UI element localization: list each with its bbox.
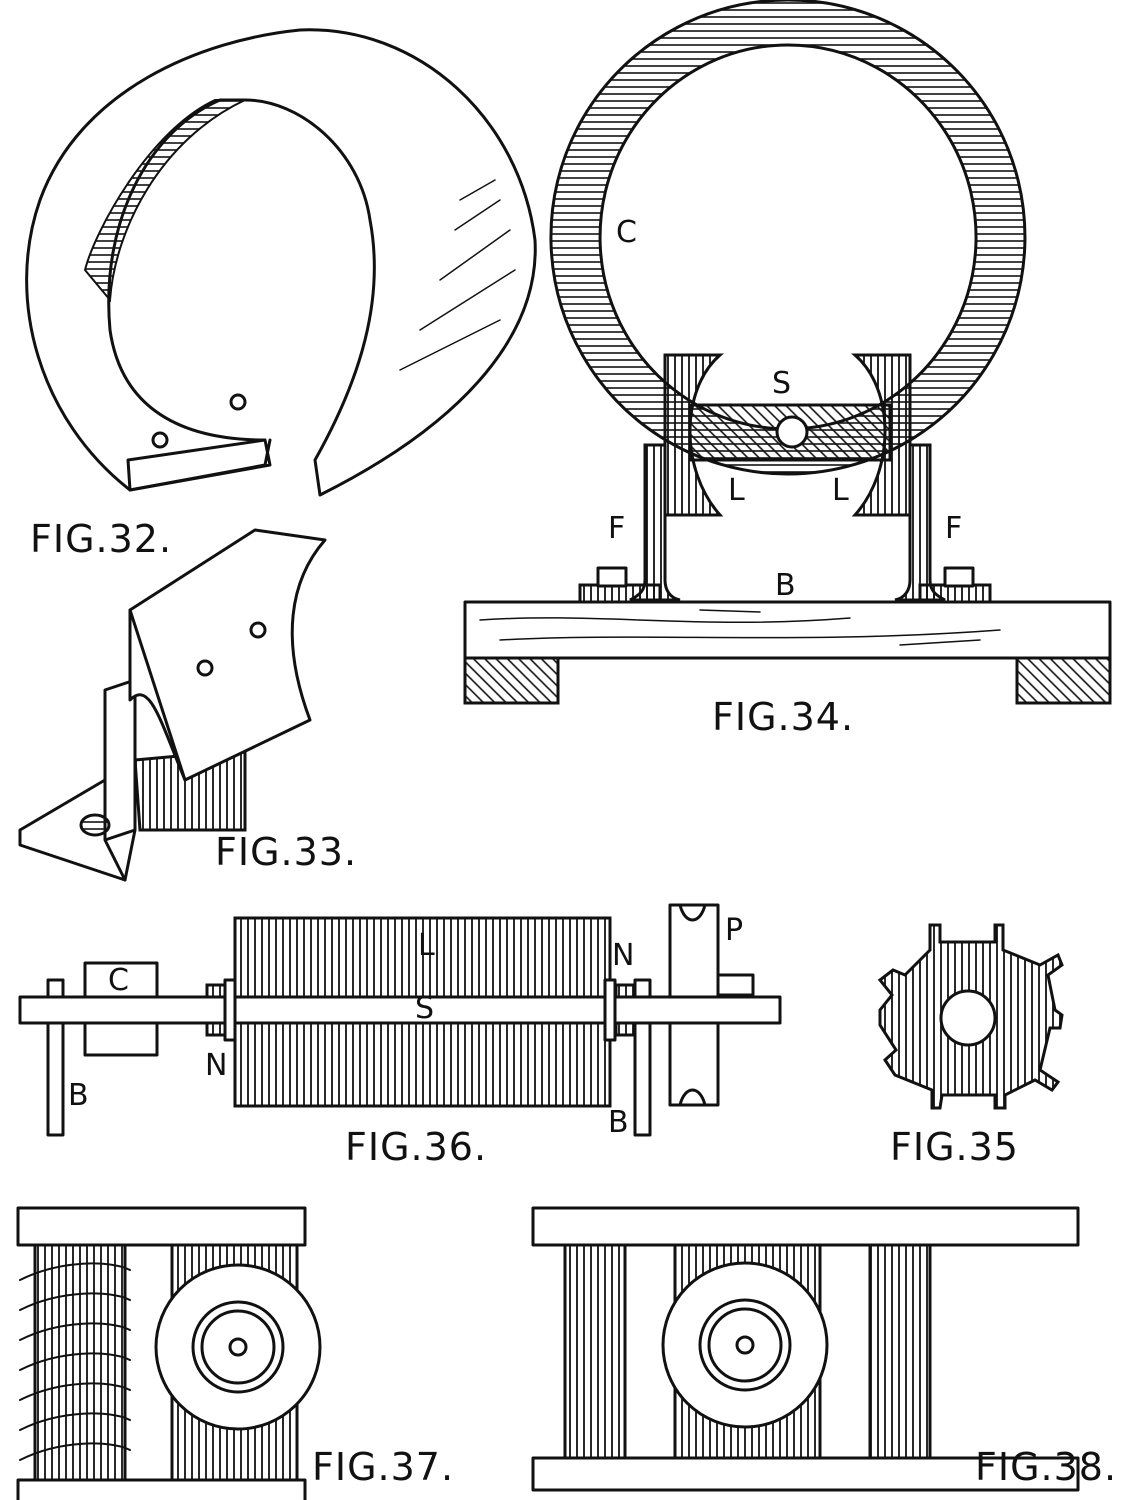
fig32-caption: FIG.32.	[30, 517, 172, 561]
fig34-motor-section: C S L L F F B FIG.34.	[463, 0, 1112, 739]
label-b: B	[775, 568, 796, 603]
fig33-pole-piece: FIG.33.	[18, 528, 357, 882]
fig37-field-magnet-coil: FIG.37.	[16, 1206, 454, 1500]
fig35-caption: FIG.35	[890, 1125, 1019, 1169]
label-n-right: N	[612, 938, 634, 973]
fig32-horseshoe-core: FIG.32.	[25, 28, 537, 561]
label-l-right: L	[832, 473, 849, 508]
fig34-caption: FIG.34.	[712, 695, 854, 739]
fig37-caption: FIG.37.	[312, 1445, 454, 1489]
fig33-caption: FIG.33.	[215, 830, 357, 874]
label-f-left: F	[608, 511, 625, 546]
label-l-left: L	[728, 473, 745, 508]
fig35-lamination-disc: FIG.35	[877, 923, 1064, 1169]
label-f-right: F	[945, 511, 962, 546]
label-s-shaft: S	[415, 991, 434, 1026]
label-p-pulley: P	[725, 913, 743, 948]
label-l-lamination: L	[418, 928, 435, 963]
label-c-commutator: C	[108, 963, 129, 998]
label-s: S	[772, 366, 791, 401]
label-n-left: N	[205, 1048, 227, 1083]
fig38-caption: FIG.38.	[975, 1445, 1117, 1489]
label-b-right: B	[608, 1105, 629, 1140]
label-c: C	[616, 215, 637, 250]
label-b-left: B	[68, 1078, 89, 1113]
fig36-caption: FIG.36.	[345, 1125, 487, 1169]
fig36-armature: C S L N N B B P FIG.36.	[18, 903, 782, 1169]
fig38-field-magnet-frame: FIG.38.	[531, 1206, 1117, 1492]
